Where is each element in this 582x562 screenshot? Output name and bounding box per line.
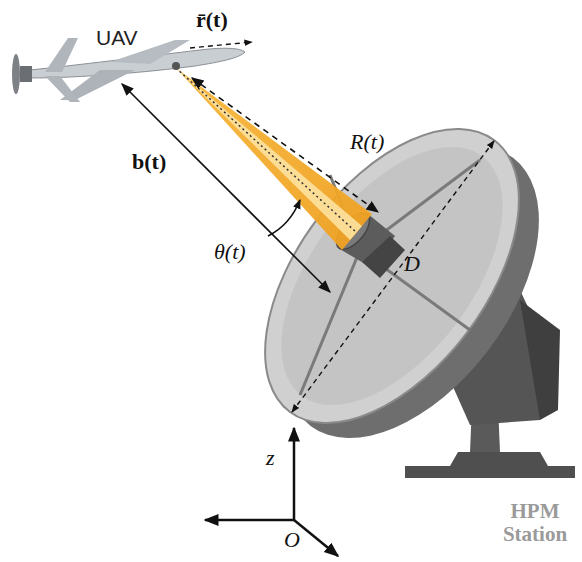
station-mount (405, 452, 575, 478)
vehicle-label: UAV (96, 26, 138, 49)
diameter-label: D (404, 252, 420, 276)
uav-drone (12, 54, 20, 94)
angle-arc (268, 200, 300, 236)
coordinate-axes (293, 428, 296, 520)
coordinate-axes (294, 520, 338, 556)
uav-drone (45, 76, 80, 102)
station-label: HPM Station (492, 500, 578, 546)
microwave-beam (176, 68, 372, 250)
station-mount (520, 300, 560, 420)
velocity-vector (190, 42, 252, 48)
uav-drone (20, 66, 32, 82)
microwave-beam (176, 68, 362, 240)
microwave-beam (176, 68, 372, 250)
boresight-vector (122, 84, 330, 292)
coordinate-axes (205, 519, 294, 522)
range-label: R(t) (350, 130, 384, 154)
uav-drone (172, 62, 180, 70)
coordinate-axes (205, 428, 338, 556)
origin-label: O (284, 528, 300, 552)
vector-label: b(t) (132, 150, 166, 174)
uav-drone (45, 38, 78, 72)
microwave-beam (176, 68, 356, 232)
angle-label: θ(t) (214, 240, 246, 264)
feed-horn (362, 236, 405, 278)
velocity-label: r̄(t) (196, 8, 228, 32)
axis-label: z (266, 446, 275, 470)
